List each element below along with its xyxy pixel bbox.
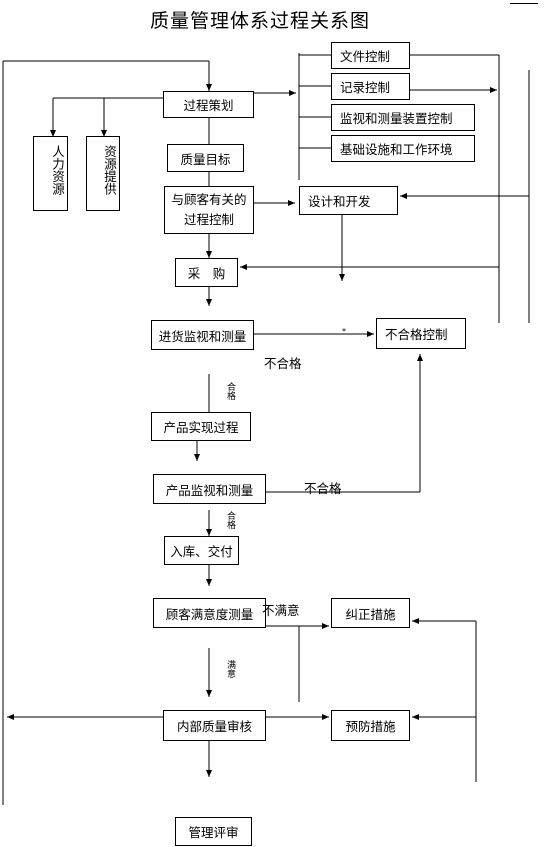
resource-provision-box: 资源提供 — [86, 136, 120, 211]
product-realization-box: 产品实现过程 — [151, 412, 251, 441]
fail-label-incoming: 不合格 — [264, 356, 302, 371]
corrective-action-box: 纠正措施 — [331, 598, 410, 628]
process-planning-box: 过程策划 — [163, 91, 254, 118]
monitoring-device-box: 监视和测量装置控制 — [331, 104, 475, 131]
customer-satisfaction-box: 顾客满意度测量 — [153, 598, 266, 628]
top-rule — [510, 3, 538, 4]
infrastructure-box: 基础设施和工作环境 — [331, 135, 475, 162]
asterisk-mark: * — [342, 327, 346, 336]
record-control-box: 记录控制 — [331, 73, 410, 100]
quality-goal-box: 质量目标 — [167, 144, 244, 172]
storage-delivery-box: 入库、交付 — [164, 536, 239, 565]
customer-process-box: 与顾客有关的过程控制 — [164, 186, 254, 234]
human-resources-box: 人力资源 — [33, 136, 68, 211]
product-inspection-box: 产品监视和测量 — [153, 474, 266, 504]
purchase-box: 采 购 — [175, 258, 238, 287]
incoming-inspection-box: 进货监视和测量 — [151, 320, 254, 350]
diagram-title: 质量管理体系过程关系图 — [149, 10, 370, 32]
pass-label-incoming: 合格 — [225, 382, 235, 400]
document-control-box: 文件控制 — [331, 42, 410, 69]
preventive-action-box: 预防措施 — [331, 710, 410, 741]
dissatisfied-label: 不满意 — [262, 603, 300, 618]
internal-audit-box: 内部质量审核 — [163, 710, 266, 741]
fail-label-product: 不合格 — [304, 481, 342, 496]
nonconforming-control-box: 不合格控制 — [376, 318, 466, 349]
management-review-box: 管理评审 — [175, 817, 252, 846]
design-development-box: 设计和开发 — [299, 186, 398, 215]
satisfied-label: 满意 — [225, 660, 235, 678]
pass-label-product: 合格 — [225, 511, 235, 529]
